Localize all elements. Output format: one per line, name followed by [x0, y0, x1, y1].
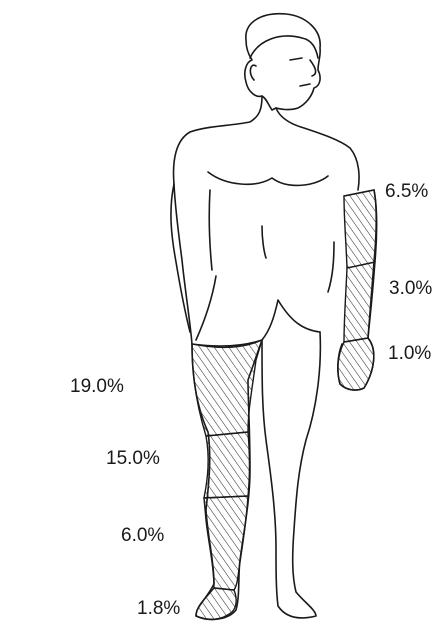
- hair-line: [250, 36, 318, 58]
- nose-line: [310, 60, 316, 76]
- torso-outline: [174, 96, 360, 344]
- hatched-forearm: [344, 262, 375, 342]
- lower-leg-percent-label: 6.0%: [121, 526, 164, 545]
- foot-percent-label: 1.8%: [137, 599, 180, 618]
- hand-percent-label: 1.0%: [388, 344, 431, 363]
- eye-line: [290, 58, 302, 60]
- chest-line: [208, 172, 328, 185]
- waist-right: [328, 242, 334, 292]
- head-outline: [245, 14, 320, 110]
- ear-outline: [250, 65, 256, 80]
- pelvis-outline: [192, 300, 320, 346]
- abdomen-line: [262, 226, 266, 258]
- hatched-upper-arm: [344, 190, 377, 268]
- upper-arm-percent-label: 6.5%: [385, 182, 428, 201]
- mouth-line: [300, 84, 310, 86]
- forearm-percent-label: 3.0%: [389, 279, 432, 298]
- right-leg-outline: [262, 332, 320, 618]
- hatched-thigh: [192, 340, 262, 436]
- knee-region-percent-label: 15.0%: [106, 449, 160, 468]
- hatched-knee-region: [204, 432, 250, 498]
- hatched-lower-leg: [204, 496, 248, 590]
- thigh-percent-label: 19.0%: [70, 377, 124, 396]
- left-arm-outline: [171, 184, 212, 332]
- hatched-hand: [338, 338, 374, 390]
- waist-left: [196, 276, 216, 340]
